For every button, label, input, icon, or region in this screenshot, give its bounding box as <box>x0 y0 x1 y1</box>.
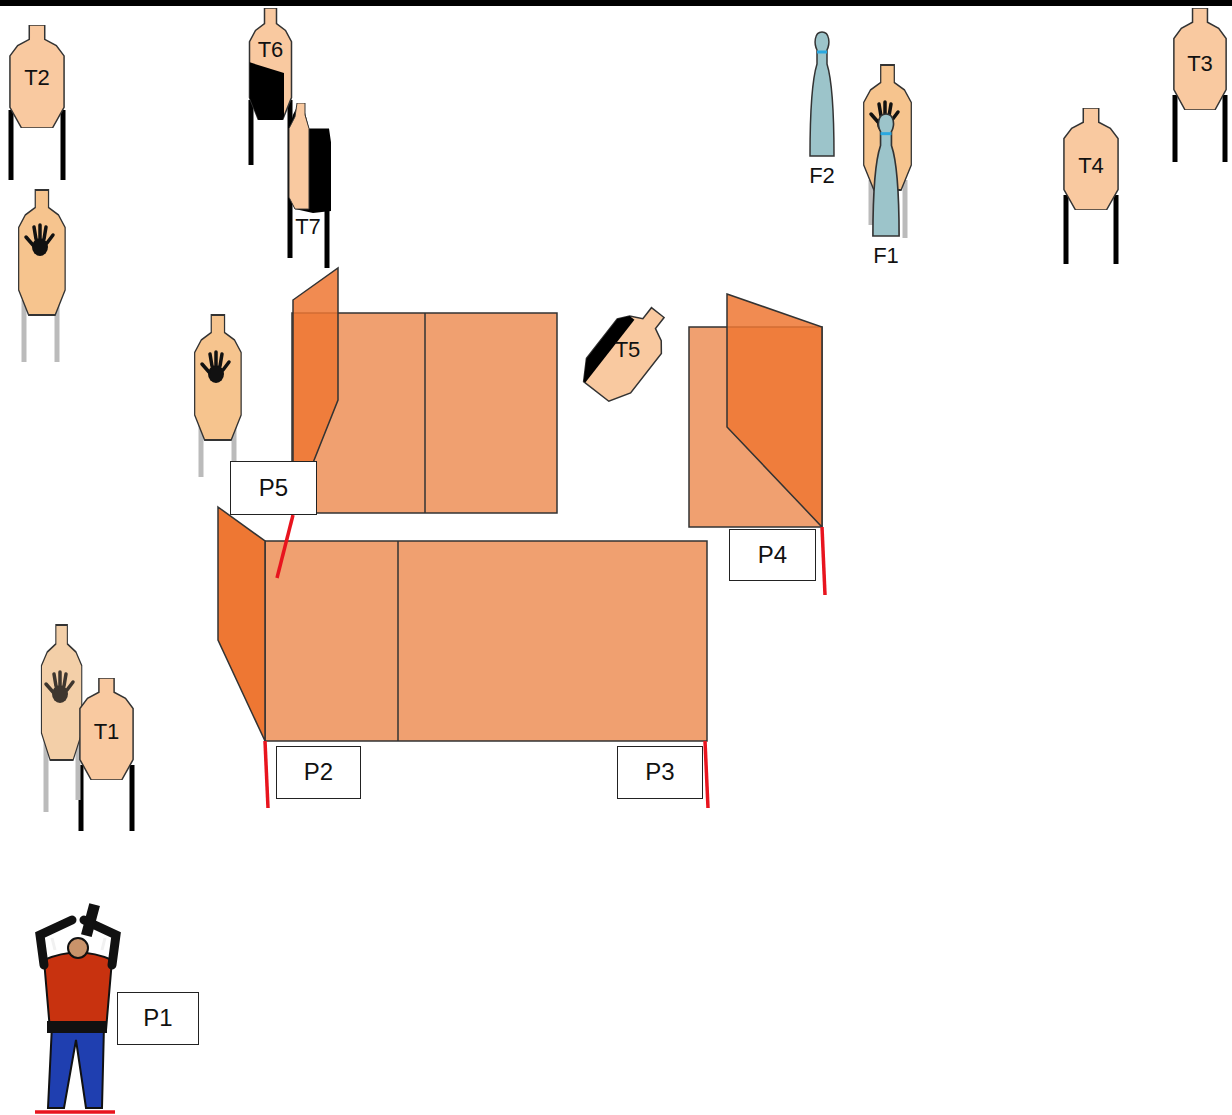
target-label: P5 <box>231 475 316 501</box>
shape <box>862 112 910 238</box>
target-label: P3 <box>618 759 702 785</box>
paper-target: T6 <box>248 8 293 120</box>
popper-target: F2 <box>800 30 844 192</box>
popper-target: F1 <box>862 112 910 272</box>
target-label: P2 <box>277 759 360 785</box>
target-label: T1 <box>78 720 135 744</box>
paper-target: T2 <box>8 25 66 128</box>
target-label: T7 <box>285 215 331 239</box>
target-label: T6 <box>248 38 293 62</box>
paper-target: T4 <box>1062 108 1120 210</box>
paper-target: T5 <box>580 290 675 410</box>
target-label: T2 <box>8 66 66 90</box>
shape <box>285 103 331 213</box>
position-box: P5 <box>230 461 317 515</box>
paper-target: T7 <box>285 103 331 243</box>
position-box: P1 <box>117 992 199 1045</box>
target-label: T4 <box>1062 154 1120 178</box>
position-box: P4 <box>729 529 816 581</box>
target-label: T5 <box>580 338 675 362</box>
target-label: F1 <box>862 244 910 268</box>
paper-target: T1 <box>78 678 135 780</box>
target-label: F2 <box>800 164 844 188</box>
shape <box>800 30 844 158</box>
target-label: P4 <box>730 542 815 568</box>
target-label: T3 <box>1172 52 1228 76</box>
position-box: P2 <box>276 746 361 799</box>
target-label: P1 <box>118 1005 198 1031</box>
shape <box>248 8 293 120</box>
paper-target: T3 <box>1172 8 1228 110</box>
position-box: P3 <box>617 746 703 799</box>
